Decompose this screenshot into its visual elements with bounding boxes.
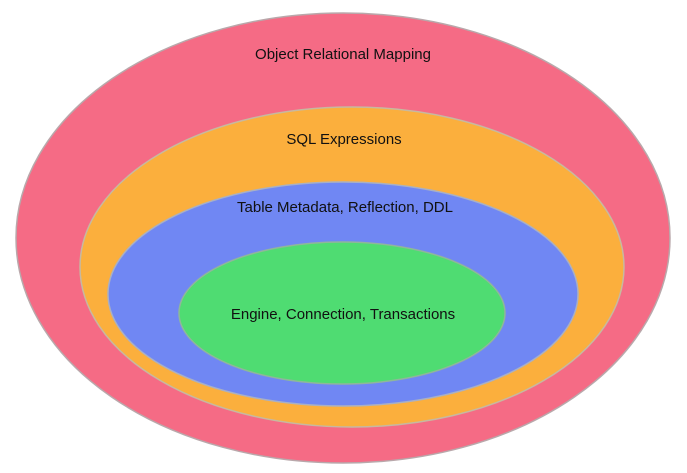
- layer-table-metadata-label: Table Metadata, Reflection, DDL: [237, 199, 453, 216]
- layer-engine-label: Engine, Connection, Transactions: [231, 306, 455, 323]
- layer-orm-label: Object Relational Mapping: [255, 46, 431, 63]
- layer-engine-ellipse: [178, 241, 506, 385]
- layer-engine: Engine, Connection, Transactions: [178, 241, 506, 385]
- layer-sql-expressions-label: SQL Expressions: [286, 131, 401, 148]
